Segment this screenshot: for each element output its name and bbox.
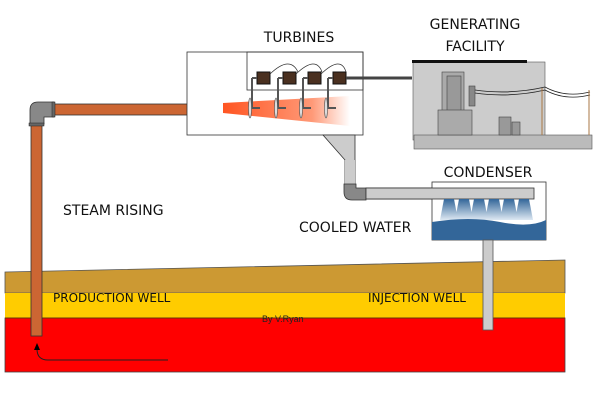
turbine-2 (274, 71, 297, 119)
pipe-elbow (29, 101, 55, 125)
cooled-water-label: COOLED WATER (299, 220, 412, 236)
turbine-1 (248, 71, 271, 119)
soil-layer (4, 259, 566, 294)
injection-pipe (482, 239, 494, 331)
steam-jet (223, 96, 350, 126)
power-lines (474, 86, 591, 98)
aquifer-layer (5, 293, 565, 319)
credit-label: By V.Ryan (262, 314, 304, 324)
condenser (365, 181, 547, 331)
production-well-label: PRODUCTION WELL (53, 291, 171, 305)
condenser-label: CONDENSER (444, 165, 533, 181)
cooled-water (432, 219, 546, 240)
injection-well-label: INJECTION WELL (368, 291, 466, 305)
turbine-house (186, 51, 412, 136)
steam-pipe (28, 101, 224, 337)
turbine-4 (324, 71, 347, 119)
generating-facility (412, 60, 593, 150)
turbine-3 (299, 71, 322, 119)
generating-label: GENERATING (430, 17, 521, 33)
turbines-label: TURBINES (263, 30, 335, 46)
water-sprays (440, 199, 533, 220)
steam-rising-label: STEAM RISING (63, 203, 164, 219)
arrow-head-icon (34, 343, 40, 350)
ground (4, 259, 566, 373)
hot-rock-layer (4, 317, 566, 373)
facility-label: FACILITY (445, 39, 504, 55)
